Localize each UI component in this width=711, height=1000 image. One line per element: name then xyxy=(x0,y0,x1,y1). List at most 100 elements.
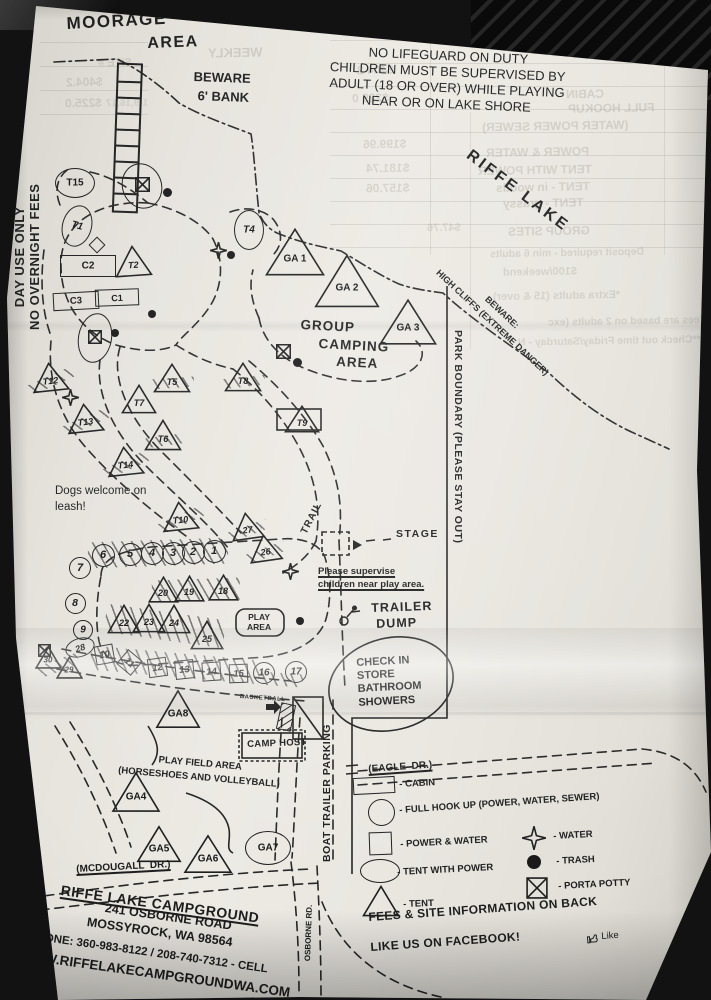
trash-dot-2 xyxy=(227,251,235,259)
site-label: T6 xyxy=(157,434,169,445)
site-9: 9 xyxy=(73,620,93,640)
site-label: 3 xyxy=(169,547,177,559)
site-label: C2 xyxy=(81,260,95,272)
site-label: 19 xyxy=(183,586,195,597)
label-legend-fullhookup-label: - FULL HOOK UP (POWER, WATER, SEWER) xyxy=(399,791,600,816)
site-ga7: GA7 xyxy=(245,831,291,865)
site-label: 30 xyxy=(43,655,53,665)
checkin-building-outline xyxy=(328,636,454,732)
site-t6: T6 xyxy=(144,419,182,451)
site-25: 25 xyxy=(190,620,224,650)
site-t13: T13 xyxy=(65,401,106,435)
site-label: 24 xyxy=(168,617,180,628)
label-stage-label: STAGE xyxy=(396,528,439,540)
legend-tent-symbol xyxy=(362,885,400,917)
site-ga1: GA 1 xyxy=(264,227,326,277)
label-like-facebook-note: LIKE US ON FACEBOOK! xyxy=(370,929,521,954)
site-29: 29 xyxy=(56,656,83,679)
site-30: 30 xyxy=(35,646,62,669)
label-legend-water-label: - WATER xyxy=(553,828,593,842)
site-16: 16 xyxy=(253,662,275,684)
basketball-court xyxy=(266,696,324,740)
site-ga6: GA6 xyxy=(183,834,233,874)
label-park-boundary-label: PARK BOUNDARY (PLEASE STAY OUT) xyxy=(452,330,464,544)
site-label: GA5 xyxy=(148,843,170,855)
label-moorage-line2: AREA xyxy=(147,33,199,52)
site-t12: T12 xyxy=(30,360,71,394)
site-label: GA 1 xyxy=(283,253,307,264)
label-group-camping-label: GROUP CAMPING AREA xyxy=(298,316,390,372)
legend-porta-symbol xyxy=(526,877,548,899)
site-label: GA8 xyxy=(167,708,189,720)
site-label: T15 xyxy=(66,177,84,189)
site-label: 16 xyxy=(258,667,270,679)
label-osborne-label: OSBORNE RD. xyxy=(303,904,314,962)
site-22: 22 xyxy=(107,604,141,634)
site-label: 1 xyxy=(210,545,218,557)
porta-potty-south xyxy=(38,644,51,657)
site-t15: T15 xyxy=(55,168,95,198)
label-legend-tentpower-label: - TENT WITH POWER xyxy=(397,861,494,878)
label-day-use-notice: DAY USE ONLY NO OVERNIGHT FEES xyxy=(12,183,42,330)
site-label: 20 xyxy=(157,587,169,598)
site-label: T5 xyxy=(166,376,178,387)
site-ga2: GA 2 xyxy=(313,253,381,309)
label-camp-host-label: CAMP HOST xyxy=(247,736,307,750)
label-legend-powerwater-label: - POWER & WATER xyxy=(400,834,488,850)
site-23: 23 xyxy=(132,603,166,633)
site-label: T9 xyxy=(296,417,308,428)
site-t10: T10 xyxy=(160,499,201,533)
water-star-west xyxy=(62,389,79,406)
site-5: 5 xyxy=(118,542,142,566)
site-label: GA 2 xyxy=(335,282,359,294)
label-legend-cabin-label: - CABIN xyxy=(399,777,436,790)
site-label: 17 xyxy=(290,666,302,678)
site-label: 7 xyxy=(76,562,84,574)
water-star-east xyxy=(210,242,227,259)
t9-pad-outline xyxy=(276,408,322,431)
site-label: 18 xyxy=(217,585,229,596)
site-t7: T7 xyxy=(121,384,157,414)
label-mcdougall-label: (MCDOUGALL DR.) xyxy=(76,859,171,875)
label-dogs-welcome-note: Dogs welcome on leash! xyxy=(55,485,147,513)
site-label: T7 xyxy=(133,397,145,408)
label-basketball-label: BASKETBALL xyxy=(239,694,286,704)
site-24: 24 xyxy=(157,604,191,634)
label-like-badge-text: Like xyxy=(601,929,620,942)
moorage-dock xyxy=(111,62,144,214)
stage-flag-icon xyxy=(353,540,362,550)
label-riffe-lake: RIFFE LAKE xyxy=(463,146,573,236)
facebook-like-icon xyxy=(586,934,598,944)
porta-potty-west xyxy=(88,330,102,344)
label-play-area-label: PLAY AREA xyxy=(247,612,272,633)
site-t14: T14 xyxy=(105,444,146,478)
play-field-squiggles xyxy=(147,725,234,854)
porta-potty-group xyxy=(276,344,291,359)
site-label: 25 xyxy=(201,633,213,644)
site-7: 7 xyxy=(69,557,91,579)
site-label: 22 xyxy=(118,617,130,628)
camp-host-box xyxy=(238,729,306,762)
site-label: GA4 xyxy=(125,791,147,803)
label-eagle-label: (EAGLE DR.) xyxy=(368,759,433,775)
site-label: 2 xyxy=(189,546,197,558)
site-label: GA6 xyxy=(197,853,219,865)
site-label: T8 xyxy=(237,375,249,386)
stage-area-box xyxy=(321,531,392,556)
legend-water-symbol xyxy=(522,826,546,850)
site-26: 26 xyxy=(246,532,284,564)
trash-dot-5 xyxy=(292,357,302,367)
site-27: 27 xyxy=(228,510,266,542)
site-18: 18 xyxy=(208,574,239,601)
trash-dot-6 xyxy=(296,617,304,625)
site-label: 9 xyxy=(80,624,86,636)
site-8: 8 xyxy=(64,592,86,614)
site-20: 20 xyxy=(148,576,179,603)
legend-tentpower-symbol xyxy=(360,859,400,883)
porta-potty-north xyxy=(135,177,150,192)
site-t4: T4 xyxy=(234,210,264,250)
